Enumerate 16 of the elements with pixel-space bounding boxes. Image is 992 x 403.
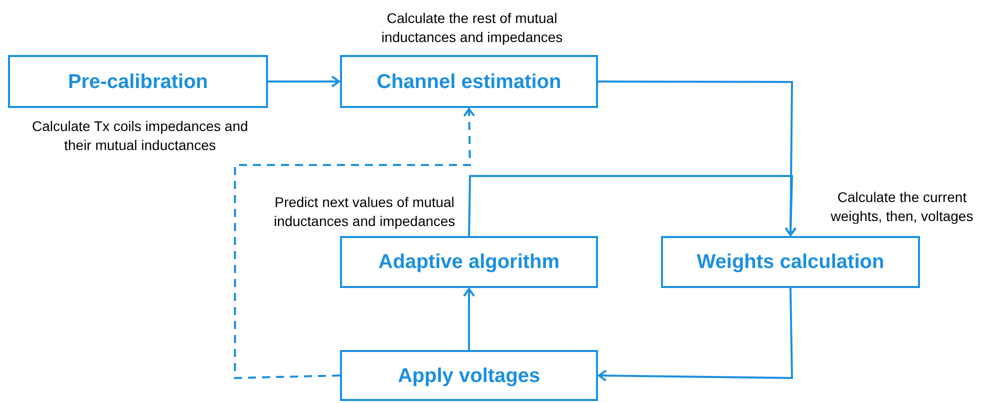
annotation: Calculate the rest of mutual inductances and impedances xyxy=(380,9,564,47)
annotation: Predict next values of mutual inductances and impedances xyxy=(272,193,456,231)
arrow xyxy=(468,175,797,236)
annotation: Calculate Tx coils impedances and their mutual inductances xyxy=(30,117,250,155)
arrow xyxy=(234,108,476,380)
box-title: Channel estimation xyxy=(376,70,562,94)
box-title: Adaptive algorithm xyxy=(378,250,560,275)
box-title: Apply voltages xyxy=(398,364,540,388)
process-box xyxy=(340,350,598,401)
arrow xyxy=(598,80,797,236)
annotation: Calculate the current weights, then, voltages xyxy=(830,188,974,226)
box-title: Weights calculation xyxy=(696,250,884,275)
arrow xyxy=(598,288,794,382)
box-title: Pre-calibration xyxy=(68,70,208,94)
arrow xyxy=(268,76,340,88)
arrow xyxy=(463,288,475,350)
